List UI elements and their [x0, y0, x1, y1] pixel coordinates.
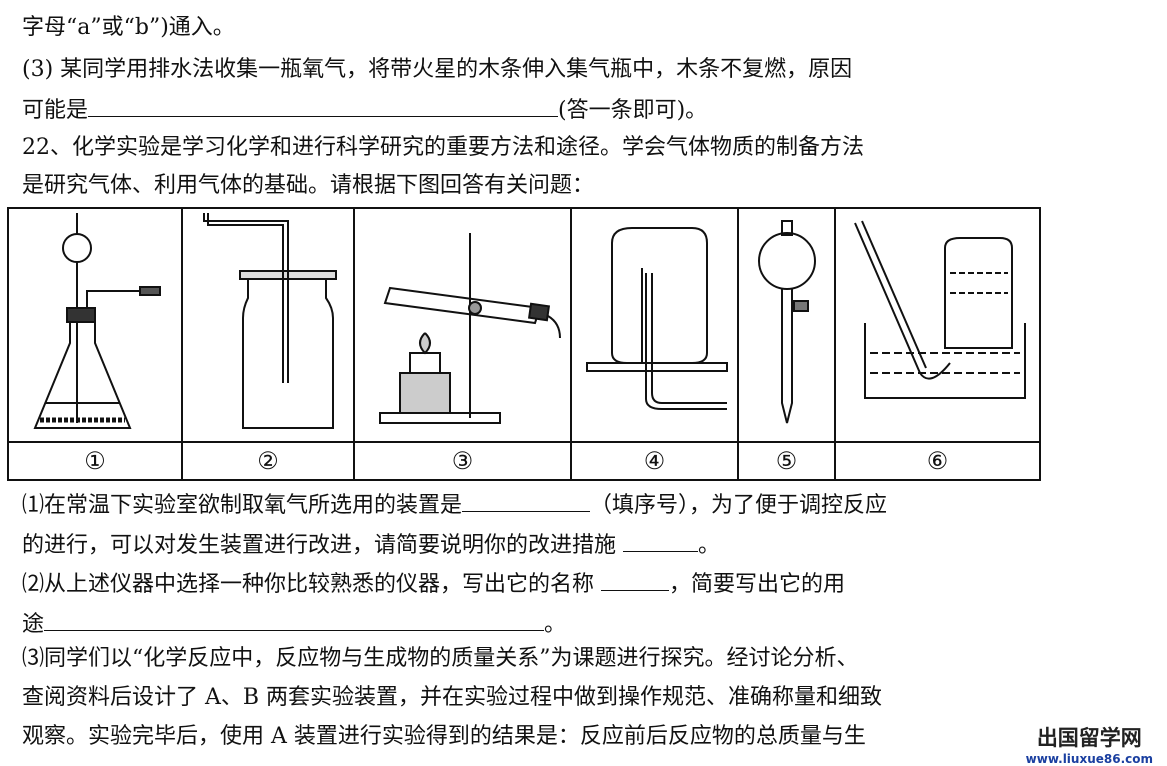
text-line: 可能是 (答一条即可)。 [22, 92, 707, 125]
text-line: (3) 某同学用排水法收集一瓶氧气，将带火星的木条伸入集气瓶中，木条不复燃，原因 [22, 57, 853, 82]
apparatus-label-1: ① [7, 441, 183, 481]
answer-blank[interactable] [601, 566, 670, 591]
answer-blank[interactable] [623, 527, 699, 552]
apparatus-1-flask [7, 207, 183, 443]
question-22: 22、化学实验是学习化学和进行科学研究的重要方法和途径。学会气体物质的制备方法 [22, 135, 864, 160]
text: ⑴在常温下实验室欲制取氧气所选用的装置是 [22, 493, 463, 518]
text: ⑵从上述仪器中选择一种你比较熟悉的仪器，写出它的名称 [22, 572, 595, 597]
apparatus-label-2: ② [181, 441, 355, 481]
apparatus-4-inverted-bottle [570, 207, 739, 443]
text-line: 是研究气体、利用气体的基础。请根据下图回答有关问题： [22, 173, 595, 198]
apparatus-2-gas-bottle [181, 207, 355, 443]
apparatus-5-separatory-funnel [737, 207, 836, 443]
text: 途 [22, 612, 45, 637]
text: ，简要写出它的用 [669, 572, 846, 597]
apparatus-label-6: ⑥ [834, 441, 1041, 481]
answer-blank[interactable] [44, 606, 545, 631]
watermark-logo: 出国留学网 www.liuxue86.com [1026, 722, 1153, 766]
watermark-url: www.liuxue86.com [1025, 752, 1153, 766]
answer-blank[interactable] [88, 92, 559, 117]
apparatus-figure: ① ② ③ ④ ⑤ ⑥ [7, 207, 1041, 481]
apparatus-label-5: ⑤ [737, 441, 836, 481]
text: 可能是 [22, 98, 89, 123]
text-line: 途。 [22, 606, 566, 639]
apparatus-3-heating-setup [353, 207, 572, 443]
question-3: ⑶同学们以“化学反应中，反应物与生成物的质量关系”为课题进行探究。经讨论分析、 [22, 646, 859, 671]
text: 的进行，可以对发生装置进行改进，请简要说明你的改进措施 [22, 533, 617, 558]
text-line: 观察。实验完毕后，使用 A 装置进行实验得到的结果是：反应前后反应物的总质量与生 [22, 724, 866, 749]
text-line: 字母“a”或“b”)通入。 [22, 15, 235, 40]
answer-blank[interactable] [462, 487, 591, 512]
text-line: 的进行，可以对发生装置进行改进，请简要说明你的改进措施 。 [22, 527, 720, 560]
text: 。 [698, 533, 721, 558]
text: 。 [544, 612, 567, 637]
text: （填序号），为了便于调控反应 [590, 493, 888, 518]
apparatus-label-3: ③ [353, 441, 572, 481]
question-2: ⑵从上述仪器中选择一种你比较熟悉的仪器，写出它的名称 ，简要写出它的用 [22, 566, 845, 599]
apparatus-label-4: ④ [570, 441, 739, 481]
apparatus-6-water-collection [834, 207, 1041, 443]
watermark-name: 出国留学网 [1036, 726, 1142, 750]
text-line: 查阅资料后设计了 A、B 两套实验装置，并在实验过程中做到操作规范、准确称量和细… [22, 685, 883, 710]
question-1: ⑴在常温下实验室欲制取氧气所选用的装置是 （填序号），为了便于调控反应 [22, 487, 887, 520]
text: (答一条即可)。 [558, 98, 708, 123]
